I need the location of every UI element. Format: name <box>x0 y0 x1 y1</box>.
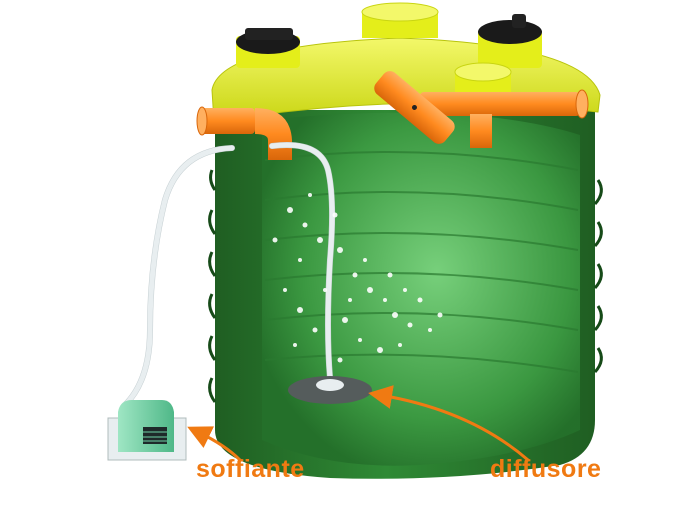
air-hose <box>122 142 336 408</box>
tank-body <box>208 110 603 479</box>
blower-label: soffiante <box>196 455 305 483</box>
pipes <box>196 71 589 160</box>
right-cap-icon <box>478 20 542 44</box>
air-bubbles <box>272 193 443 363</box>
vent-icon <box>143 427 167 444</box>
diffuser-label: diffusore <box>490 455 602 483</box>
diffuser-arrow-icon <box>368 385 529 462</box>
diffuser <box>288 376 372 404</box>
tank-lid <box>211 2 601 123</box>
label-arrows <box>187 385 529 462</box>
blower-arrow-icon <box>187 426 242 462</box>
blower <box>107 400 187 461</box>
